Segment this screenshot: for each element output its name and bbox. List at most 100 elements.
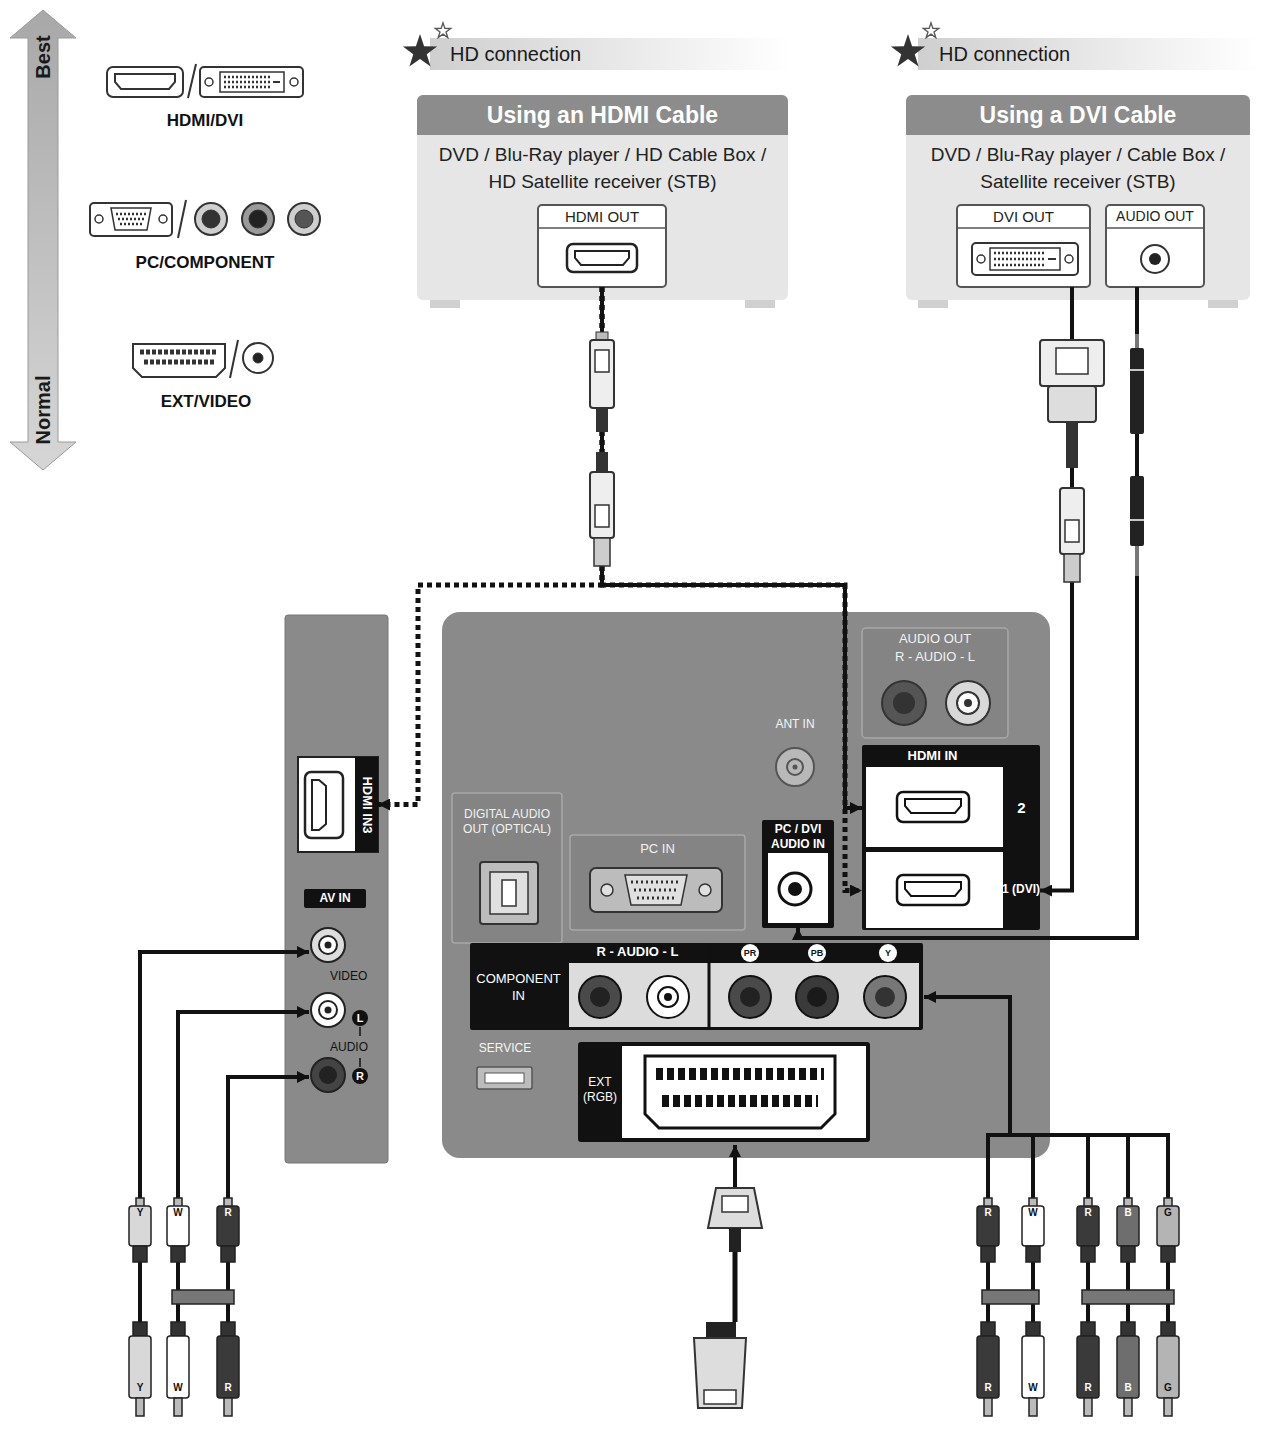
plug-letter: R	[984, 1382, 991, 1394]
component-cable	[924, 997, 1170, 1322]
rca-plug-part	[1161, 1322, 1175, 1336]
rca-plug-part	[129, 1336, 151, 1398]
source-device-box-part	[994, 258, 1044, 261]
connector-icons-part	[273, 81, 280, 83]
tv-rear-panel-part	[502, 880, 516, 906]
plug-letter: W	[1028, 1382, 1037, 1394]
hdmi-cable-plugs-part	[595, 505, 609, 527]
jack-label: AUDIO	[330, 1041, 368, 1055]
plug-letter-frame: B	[1120, 1381, 1136, 1395]
hdmi-cable-plugs	[590, 332, 614, 566]
cable-bundle-part	[982, 1290, 1039, 1304]
tv-rear-panel-part	[578, 1042, 870, 1142]
connector-icons-part	[115, 74, 175, 89]
connector-icons-part	[188, 64, 196, 98]
connector-icons-part	[140, 350, 218, 355]
plug-letter-frame: G	[1160, 1381, 1176, 1395]
rca-plug-part	[1029, 1398, 1037, 1416]
optical-port: DIGITAL AUDIO OUT (OPTICAL)	[452, 793, 562, 943]
plug-letter: B	[1124, 1207, 1131, 1219]
source-device-box-part	[972, 243, 1078, 275]
hd-connection-band-part	[435, 23, 450, 38]
hd-connection-band-part	[403, 34, 437, 67]
tv-rear-panel-part	[480, 862, 538, 924]
connector-icons-part	[253, 353, 263, 363]
tv-side-panel-part	[319, 1066, 337, 1084]
tv-rear-panel-part	[645, 1056, 835, 1128]
tv-rear-panel-part	[808, 944, 826, 962]
source-device-box-part	[1141, 245, 1169, 273]
plug-letter: R	[1084, 1382, 1091, 1394]
node-label-frame: DVI OUT	[957, 205, 1090, 228]
node-label: 2	[1017, 799, 1025, 816]
tv-rear-panel-part	[699, 884, 711, 896]
tv-rear-panel-part	[779, 873, 811, 905]
connector-icons-part	[224, 81, 270, 84]
hdmi-cable-plugs-part	[596, 332, 608, 340]
node-label-frame: DIGITAL AUDIO OUT (OPTICAL)	[462, 797, 552, 847]
plug-letter: Y	[137, 1382, 144, 1394]
source-device-box-part	[1065, 255, 1073, 263]
tv-rear-panel-part	[776, 748, 814, 786]
tv-rear-panel-part	[862, 628, 1008, 738]
tv-rear-panel-part	[957, 692, 979, 714]
tv-rear-panel-part	[793, 765, 798, 770]
channel-mark-frame: R	[352, 1068, 368, 1084]
node-label-frame: AV IN	[304, 889, 366, 908]
hd-connection-band	[403, 23, 1258, 70]
plug-letter-frame: R	[1080, 1206, 1096, 1220]
node-label: COMPONENT IN	[472, 970, 565, 1004]
rca-plug-part	[133, 1322, 147, 1336]
connector-icons-part	[95, 215, 103, 223]
rca-plug-part	[174, 1398, 182, 1416]
connector-type-label-frame: HDMI/DVI	[140, 110, 270, 132]
source-device-box-part	[567, 244, 637, 272]
plug-letter-frame: R	[220, 1206, 236, 1220]
cable-connector	[602, 287, 862, 891]
connector-icons-part	[195, 203, 227, 235]
node-label: AUDIO OUT	[1116, 208, 1194, 224]
node-label: Using an HDMI Cable	[487, 102, 718, 128]
node-label-frame: HDMI IN3	[355, 757, 377, 852]
channel-mark: R	[356, 1070, 364, 1083]
rca-plug-part	[217, 1336, 239, 1398]
node-label: HD connection	[450, 43, 581, 66]
plug-letter-frame: W	[1025, 1206, 1041, 1220]
source-device-box: HD connectionUsing an HDMI CableDVD / Bl…	[417, 95, 788, 300]
quality-arrow	[10, 10, 76, 470]
node-label: HD connection	[939, 43, 1070, 66]
source-device-box-part	[977, 255, 985, 263]
jack-label-frame: VIDEO	[330, 968, 376, 985]
rca-plug-part	[1117, 1206, 1139, 1246]
node-label: R - AUDIO - L	[597, 945, 679, 960]
node-label: DVI OUT	[993, 208, 1054, 225]
plug-letter-frame: Y	[132, 1206, 148, 1220]
tv-rear-panel-part	[442, 612, 1050, 1158]
tv-rear-panel-part	[485, 1073, 524, 1083]
rca-plug-part	[224, 1398, 232, 1416]
rca-plug-part	[1157, 1336, 1179, 1398]
jack-label: VIDEO	[330, 970, 367, 984]
source-device-box-part	[575, 251, 629, 265]
node-label: Using a DVI Cable	[980, 102, 1177, 128]
audio-cable-plugs-part	[1135, 334, 1139, 348]
rca-plug-part	[977, 1206, 999, 1246]
hd-connection-band-part	[918, 38, 1258, 70]
tv-rear-panel-part	[866, 852, 1003, 928]
rca-plug-part	[1026, 1322, 1040, 1336]
component-cable-part	[924, 997, 1010, 1135]
component-cable-part	[1166, 1135, 1170, 1198]
tv-side-panel-part	[352, 1068, 368, 1084]
rca-plug-part	[1022, 1336, 1044, 1398]
tv-side-panel-part	[311, 1058, 345, 1092]
av-cable-part	[138, 1262, 142, 1322]
tv-side-panel-part	[304, 889, 366, 908]
node-label-frame: 2	[1003, 797, 1040, 819]
plug-letter-frame: R	[220, 1381, 236, 1395]
tv-side-panel-part	[285, 615, 388, 1163]
tv-rear-panel-part	[579, 976, 621, 1018]
source-device-box-part	[1048, 258, 1056, 260]
plug-letter: R	[224, 1382, 231, 1394]
node-label: PC / DVI AUDIO IN	[762, 822, 834, 852]
